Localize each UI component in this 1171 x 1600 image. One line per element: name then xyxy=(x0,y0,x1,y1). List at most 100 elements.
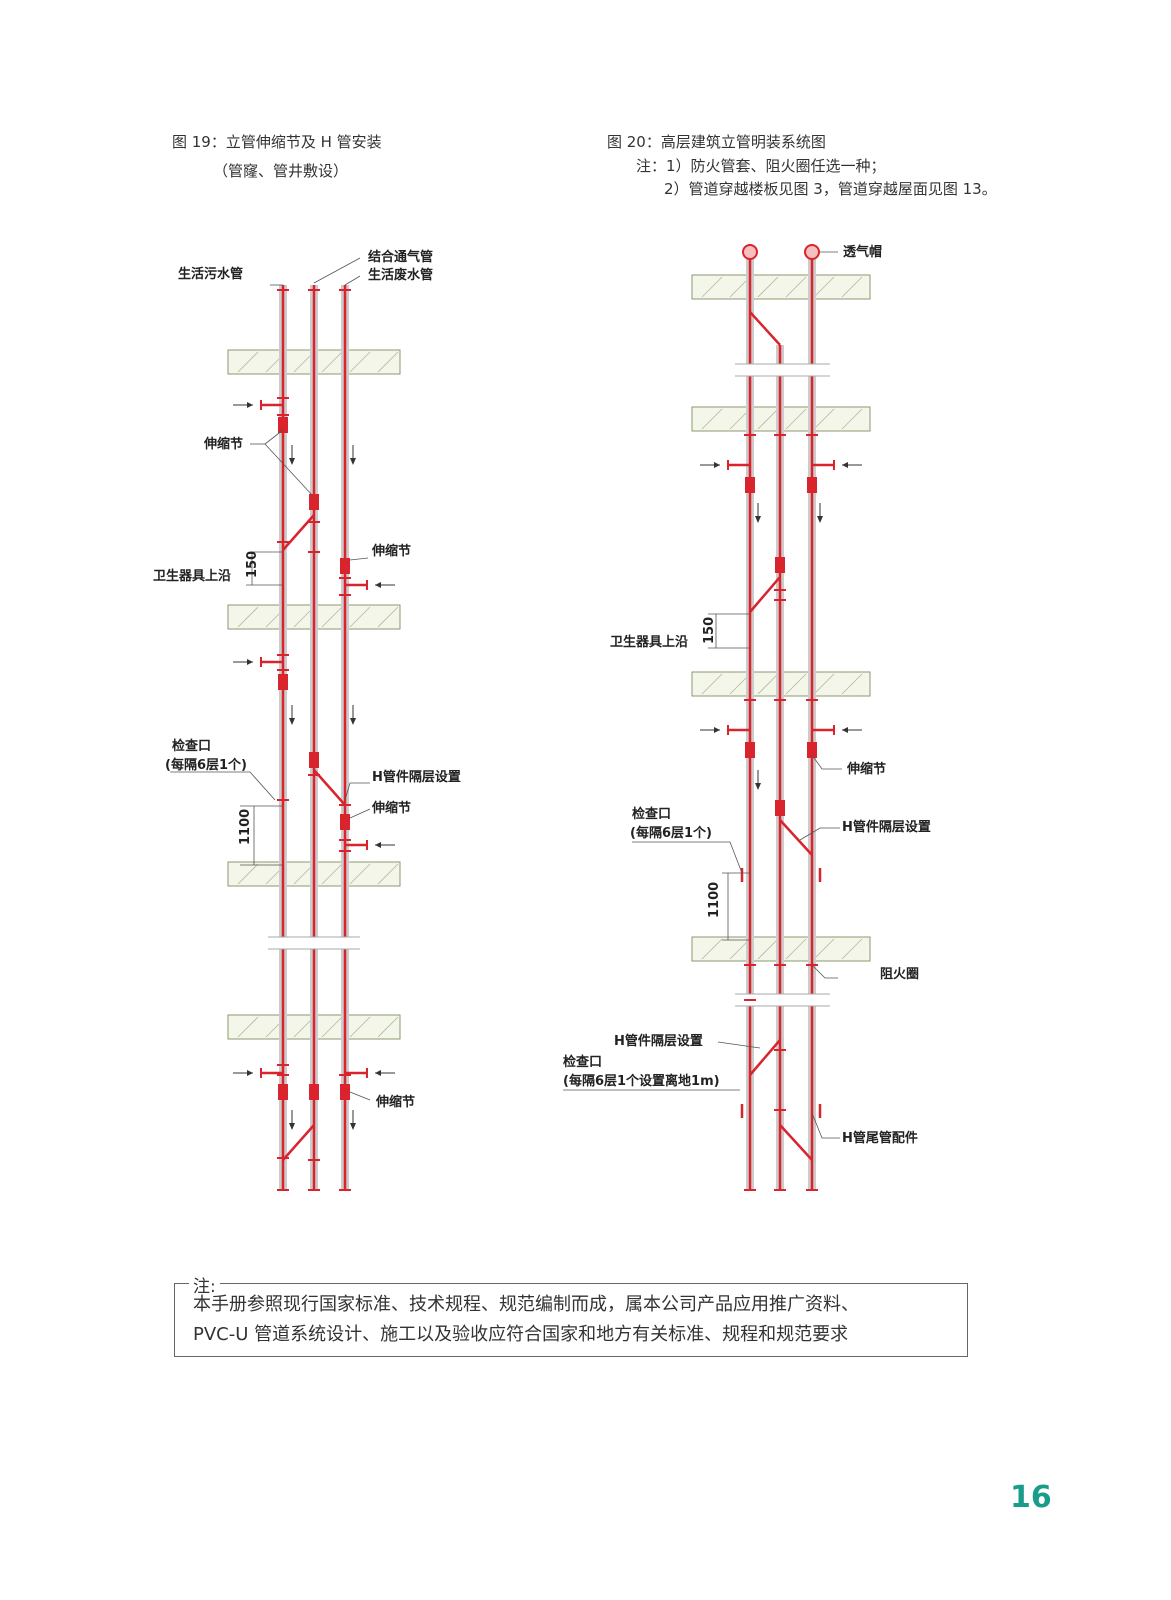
h-pipe xyxy=(749,576,781,613)
expansion-joint xyxy=(745,477,755,493)
slab-hatch xyxy=(841,408,863,430)
slab-hatch xyxy=(701,673,723,695)
dim-1100: 1100 xyxy=(707,882,722,918)
leader-line xyxy=(799,827,840,841)
label-waste: 生活废水管 xyxy=(368,267,433,283)
slab-hatch xyxy=(757,408,779,430)
label-inspect-note: (每隔6层1个设置离地1m) xyxy=(563,1073,720,1089)
label-hpipe: H管件隔层设置 xyxy=(614,1033,703,1049)
leader-line xyxy=(632,841,743,874)
expansion-joint xyxy=(775,557,785,573)
fig20-title: 图 20：高层建筑立管明装系统图 xyxy=(607,133,826,151)
arrow-head-icon xyxy=(817,516,823,523)
fig19-subtitle: （管窿、管井敷设） xyxy=(213,162,349,180)
arrow-head-icon xyxy=(755,516,761,523)
slab-hatch xyxy=(701,938,723,960)
leader-line xyxy=(264,429,284,445)
expansion-joint xyxy=(807,477,817,493)
slab-hatch xyxy=(757,276,779,298)
label-expansion: 伸缩节 xyxy=(846,761,886,777)
label-sewage: 生活污水管 xyxy=(178,266,243,282)
leader-line xyxy=(811,964,838,979)
leader-line xyxy=(344,782,370,801)
slab-hatch xyxy=(237,606,259,628)
arrow-head-icon xyxy=(375,1070,381,1076)
arrow-head-icon xyxy=(842,462,848,468)
slab-hatch xyxy=(377,606,399,628)
h-pipe xyxy=(282,514,315,551)
fig19-title: 图 19：立管伸缩节及 H 管安装 xyxy=(172,133,382,151)
arrow-head-icon xyxy=(350,1123,356,1130)
slab-hatch xyxy=(321,863,343,885)
leader-line xyxy=(811,1112,840,1139)
h-pipe xyxy=(779,819,813,856)
expansion-joint xyxy=(340,558,350,574)
expansion-joint xyxy=(340,1084,350,1100)
arrow-head-icon xyxy=(842,727,848,733)
note-box: 注: 本手册参照现行国家标准、技术规程、规范编制而成，属本公司产品应用推广资料、… xyxy=(174,1272,968,1357)
note-line: 本手册参照现行国家标准、技术规程、规范编制而成，属本公司产品应用推广资料、 xyxy=(193,1294,859,1315)
slab-hatch xyxy=(785,408,807,430)
leader-line xyxy=(344,275,361,286)
leader-line xyxy=(313,257,361,284)
slab-hatch xyxy=(813,276,835,298)
label-expansion: 伸缩节 xyxy=(371,800,411,816)
arrow-head-icon xyxy=(289,1123,295,1130)
arrow-head-icon xyxy=(289,458,295,465)
dim-150: 150 xyxy=(702,617,717,644)
slab-hatch xyxy=(321,351,343,373)
expansion-joint xyxy=(340,814,350,830)
label-inspect-note: (每隔6层1个) xyxy=(630,825,712,841)
arrow-head-icon xyxy=(375,582,381,588)
slab-hatch xyxy=(785,938,807,960)
note-line: PVC-U 管道系统设计、施工以及验收应符合国家和地方有关标准、规程和规范要求 xyxy=(193,1324,849,1345)
leader-line xyxy=(349,557,369,561)
arrow-head-icon xyxy=(714,727,720,733)
slab-hatch xyxy=(785,673,807,695)
arrow-head-icon xyxy=(755,783,761,790)
label-expansion: 伸缩节 xyxy=(371,543,411,559)
expansion-joint xyxy=(278,417,288,433)
slab-hatch xyxy=(701,276,723,298)
h-pipe xyxy=(779,1124,813,1161)
label-expansion: 伸缩节 xyxy=(203,436,243,452)
expansion-joint xyxy=(745,742,755,758)
slab-hatch xyxy=(841,673,863,695)
h-pipe xyxy=(749,1039,781,1076)
arrow-head-icon xyxy=(375,842,381,848)
label-cap: 透气帽 xyxy=(843,244,882,260)
arrow-head-icon xyxy=(247,402,253,408)
slab-hatch xyxy=(349,863,371,885)
note-title: 注: xyxy=(189,1272,220,1297)
label-inspect: 检查口 xyxy=(563,1054,602,1070)
arrow-head-icon xyxy=(289,718,295,725)
slab-hatch xyxy=(349,351,371,373)
h-pipe xyxy=(749,311,781,346)
label-inspect: 检查口 xyxy=(172,738,211,754)
slab-hatch xyxy=(841,938,863,960)
vent-cap-icon xyxy=(804,244,820,260)
arrow-head-icon xyxy=(247,1070,253,1076)
dim-1100: 1100 xyxy=(238,809,253,845)
arrow-head-icon xyxy=(350,718,356,725)
expansion-joint xyxy=(775,800,785,816)
label-vent: 结合通气管 xyxy=(368,249,433,265)
label-hpipe: H管件隔层设置 xyxy=(372,769,461,785)
slab-hatch xyxy=(237,863,259,885)
h-pipe xyxy=(282,1124,315,1161)
label-hpipe: H管件隔层设置 xyxy=(842,819,931,835)
slab-hatch xyxy=(377,1016,399,1038)
slab-hatch xyxy=(237,351,259,373)
break-gap xyxy=(735,994,830,1006)
label-htail: H管尾管配件 xyxy=(842,1130,918,1146)
break-gap xyxy=(735,364,830,376)
leader-line xyxy=(717,1041,761,1049)
leader-line xyxy=(349,1091,371,1101)
arrow-head-icon xyxy=(714,462,720,468)
slab-hatch xyxy=(701,408,723,430)
slab-hatch xyxy=(813,408,835,430)
expansion-joint xyxy=(278,674,288,690)
label-fixture: 卫生器具上沿 xyxy=(610,634,688,650)
fig20-note1: 注：1）防火管套、阻火圈任选一种； xyxy=(636,157,886,175)
slab-hatch xyxy=(757,673,779,695)
